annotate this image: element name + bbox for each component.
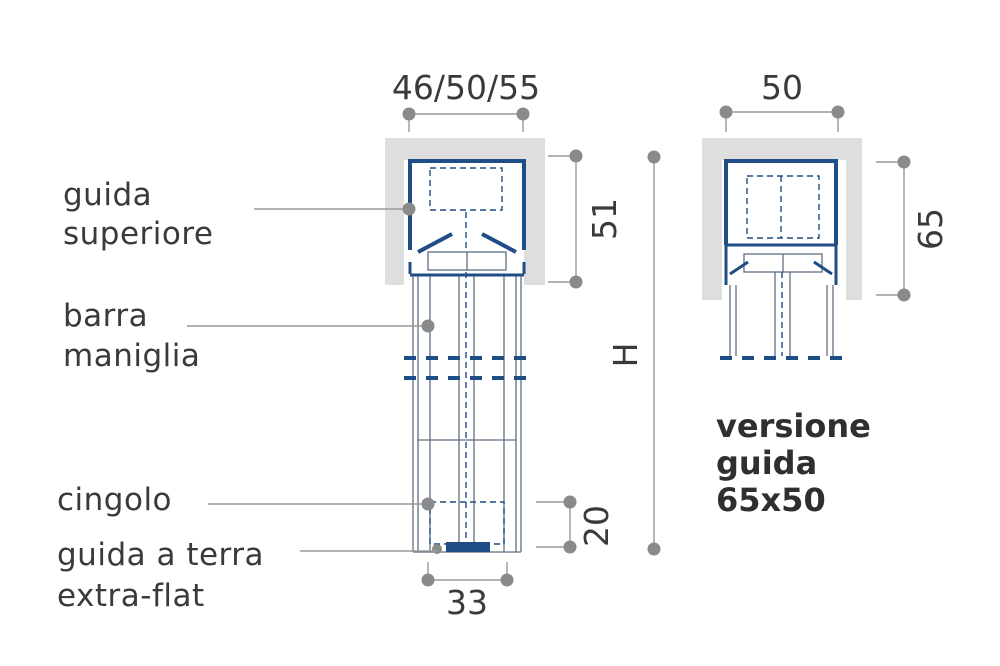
label-guida-a-terra-line2: extra-flat <box>57 578 205 614</box>
dimension-variant-height: 65 <box>876 155 950 302</box>
variant-height-value: 65 <box>911 208 950 250</box>
dimension-top-height: 51 <box>548 149 624 289</box>
dimension-bottom-width: 33 <box>421 562 514 622</box>
top-width-value: 46/50/55 <box>392 68 540 107</box>
label-cingolo: cingolo <box>57 482 172 518</box>
label-barra-maniglia-line1: barra <box>63 298 148 334</box>
overall-height-value: H <box>606 343 645 368</box>
floor-track <box>446 542 490 552</box>
leader-barra-maniglia: barra maniglia <box>63 298 435 374</box>
label-guida-a-terra-line1: guida a terra <box>57 537 264 573</box>
bottom-height-value: 20 <box>577 505 616 547</box>
top-track-housing <box>385 138 545 285</box>
variant-title: versione guida 65x50 <box>716 407 871 519</box>
variant-title-line2: guida <box>716 444 817 482</box>
label-guida-superiore-line1: guida <box>63 177 152 213</box>
bottom-carriage <box>413 501 521 554</box>
dimension-bottom-height: 20 <box>536 495 616 554</box>
variant-title-line3: 65x50 <box>716 481 826 519</box>
dimension-variant-width: 50 <box>719 68 845 132</box>
bottom-width-value: 33 <box>446 583 488 622</box>
top-height-value: 51 <box>585 198 624 240</box>
label-guida-superiore-line2: superiore <box>63 216 214 252</box>
leader-cingolo: cingolo <box>57 482 435 518</box>
variant-width-value: 50 <box>761 68 803 107</box>
variant-guide-profile <box>720 159 846 360</box>
dimension-top-width: 46/50/55 <box>392 68 540 132</box>
variant-title-line1: versione <box>716 407 871 445</box>
leader-guida-a-terra: guida a terra extra-flat <box>57 537 438 614</box>
top-guide-profile <box>408 159 526 277</box>
leader-guida-superiore: guida superiore <box>63 177 416 252</box>
label-barra-maniglia-line2: maniglia <box>63 338 200 374</box>
dimension-overall-height: H <box>606 150 661 556</box>
door-leaf <box>404 272 530 552</box>
variant-housing <box>702 138 862 300</box>
